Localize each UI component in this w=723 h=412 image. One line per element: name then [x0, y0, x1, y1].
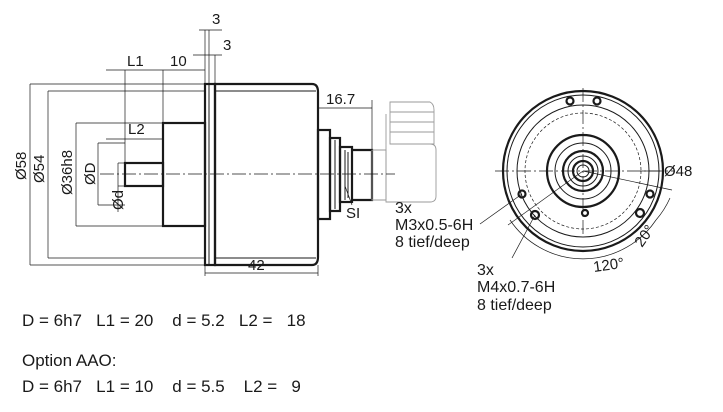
angle-120-label: 120°: [592, 255, 625, 276]
dia-D-label: ØD: [82, 162, 99, 185]
side-view-labels: 3 3 L1 10 L2 16.7 42 SI Ø58 Ø54 Ø36h8 ØD…: [13, 11, 360, 274]
dim-L1-label: L1: [127, 53, 144, 70]
m3-count: 3x: [395, 200, 412, 217]
dia-54-label: Ø54: [31, 155, 48, 183]
m4-holes: [529, 207, 646, 221]
technical-drawing: 3 3 L1 10 L2 16.7 42 SI Ø58 Ø54 Ø36h8 ØD…: [13, 11, 692, 296]
dim-3-second-label: 3: [223, 37, 231, 54]
dia-58-label: Ø58: [13, 152, 30, 180]
mating-plug: [371, 101, 437, 203]
dia-d-label: Ød: [110, 190, 127, 210]
clamping-flange: [161, 121, 207, 228]
dim-L2-label: L2: [128, 121, 145, 138]
connector: [316, 128, 374, 221]
encoder-housing: [213, 82, 320, 267]
dia-48-label: Ø48: [664, 163, 692, 180]
front-flange-ring: [203, 82, 217, 267]
spec-option-title: Option AAO:: [22, 351, 117, 370]
dia-36h8-label: Ø36h8: [59, 150, 76, 195]
spec-option: D = 6h7 L1 = 10 d = 5.5 L2 = 9: [22, 377, 301, 396]
m4-thread: M4x0.7-6H: [477, 279, 555, 296]
shaft: [123, 161, 165, 188]
m4-count: 3x: [477, 262, 494, 279]
side-view-dimensions: [29, 29, 373, 276]
dim-10-label: 10: [170, 53, 187, 70]
dim-42-label: 42: [248, 257, 265, 274]
encoder-side-view: [100, 82, 437, 267]
dim-3-top-label: 3: [212, 11, 220, 28]
spec-standard: D = 6h7 L1 = 20 d = 5.2 L2 = 18: [22, 311, 306, 330]
m4-depth-note: 8 tief/deep: [477, 297, 552, 314]
front-view-labels: Ø48 3x M3x0.5-6H 8 tief/deep 3x M4x0.7-6…: [395, 163, 692, 296]
m3-holes: [517, 96, 655, 199]
label-SI: SI: [346, 205, 360, 222]
dim-16-7-label: 16.7: [326, 91, 355, 108]
m3-depth: 8 tief/deep: [395, 234, 470, 251]
encoder-front-view: [479, 88, 675, 260]
m3-thread: M3x0.5-6H: [395, 217, 473, 234]
